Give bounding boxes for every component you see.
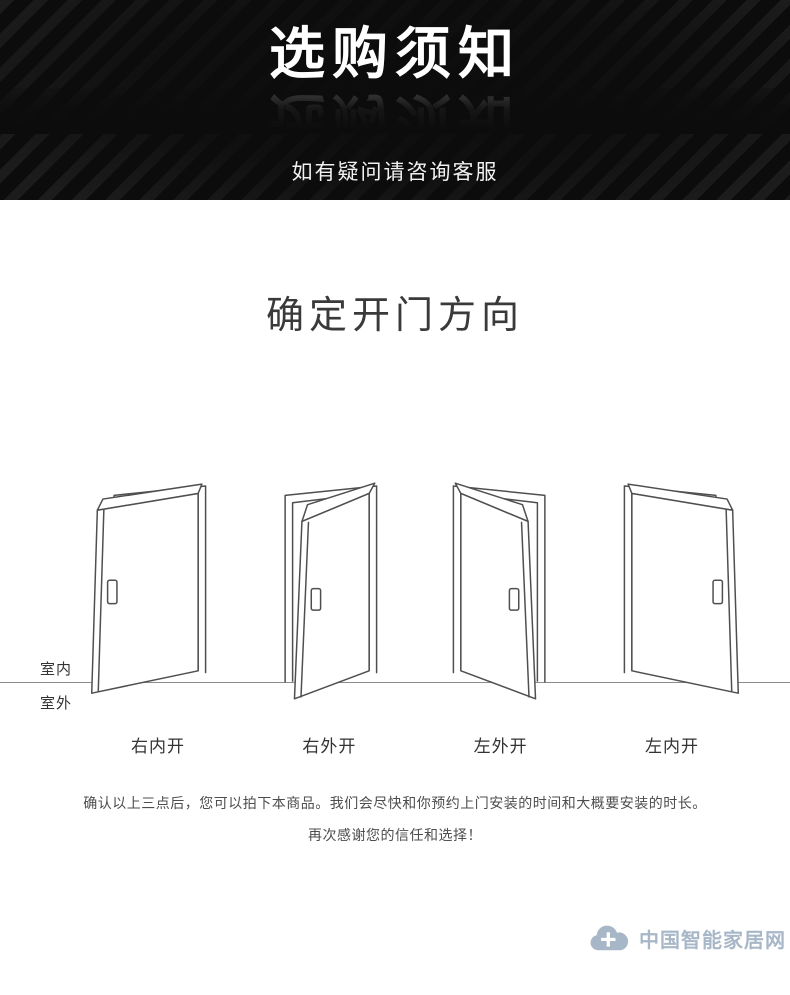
door-left-inward-drawing [623,483,739,694]
title-reflection: 选购须知 [0,87,790,134]
purchase-note: 确认以上三点后，您可以拍下本商品。我们会尽快和你预约上门安装的时间和大概要安装的… [0,770,790,852]
door-diagram-right-outward [259,458,399,710]
section-title: 确定开门方向 [265,293,524,337]
indoor-label: 室内 [40,660,73,678]
ground-line [0,682,790,683]
reflection-fade-overlay [0,87,790,134]
door-direction-diagram: 室内 室外 右内开 右外开 左外开 左内开 [0,430,790,770]
door-caption-right-outward: 右外开 [302,737,357,757]
cloud-plus-logo-icon [590,925,629,951]
door-caption-right-inward: 右内开 [131,737,185,757]
door-left-outward-drawing [452,482,546,700]
header-banner: 选购须知 选购须知 如有疑问请咨询客服 [0,0,790,200]
door-diagram-left-outward [431,458,571,710]
page-title: 选购须知 [269,22,521,87]
header-content: 选购须知 选购须知 如有疑问请咨询客服 [0,0,790,186]
door-right-outward-drawing [284,482,378,700]
note-line-1: 确认以上三点后，您可以拍下本商品。我们会尽快和你预约上门安装的时间和大概要安装的… [83,796,707,812]
door-caption-left-outward: 左外开 [473,737,528,757]
door-diagram-left-inward [602,458,742,710]
header-subtitle: 如有疑问请咨询客服 [291,159,499,184]
watermark-text: 中国智能家居网 [639,927,786,952]
door-right-inward-drawing [90,483,207,694]
door-diagram-right-inward [88,458,228,710]
site-watermark: 中国智能家居网 [586,922,786,954]
outdoor-label: 室外 [40,694,73,712]
note-line-2: 再次感谢您的信任和选择！ [308,828,482,845]
doors-row [0,458,790,710]
door-captions-row: 右内开 右外开 左外开 左内开 [0,732,790,757]
door-caption-left-inward: 左内开 [644,737,699,757]
